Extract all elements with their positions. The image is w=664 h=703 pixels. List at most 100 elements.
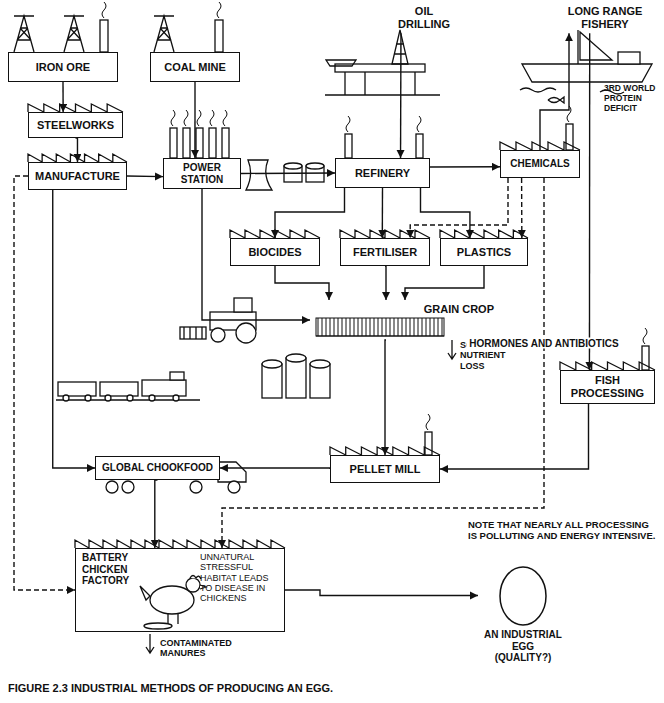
sawtooth-roof — [560, 362, 655, 370]
train — [105, 395, 111, 401]
smoke — [217, 2, 221, 18]
flow-arrow — [194, 82, 195, 158]
chimney — [215, 20, 223, 52]
silos — [310, 360, 330, 368]
flow-arrow — [14, 176, 75, 590]
mine-headframe — [64, 16, 84, 52]
hen — [140, 576, 206, 630]
arrow-mark — [448, 340, 456, 359]
chimney — [416, 134, 423, 158]
grain-crop — [316, 318, 444, 336]
oil-rig — [335, 64, 425, 72]
hen — [190, 576, 201, 580]
train — [56, 372, 200, 401]
flow-arrow — [421, 188, 470, 238]
flow-arrow — [430, 166, 500, 168]
truck — [218, 462, 246, 482]
factory-box: MANUFACTURE — [28, 162, 127, 190]
mine-box: COAL MINE — [150, 52, 240, 82]
ship-label: LONG RANGE FISHERY — [560, 2, 650, 33]
flow-arrow — [241, 172, 335, 174]
factory-box: STEELWORKS — [28, 112, 123, 138]
silos — [286, 358, 306, 398]
node-text: PELLET MILL — [350, 463, 421, 476]
smoke — [346, 116, 350, 132]
silos — [310, 364, 330, 398]
sawtooth-roof — [340, 230, 430, 238]
mine-headframe — [14, 16, 174, 52]
train — [149, 395, 155, 401]
silos — [262, 364, 282, 398]
sawtooth-roof — [28, 104, 655, 548]
smoke — [417, 116, 421, 132]
oil-rig — [326, 60, 356, 66]
node-text: LONG RANGE FISHERY — [566, 5, 644, 30]
chicken-factory: BATTERY CHICKEN FACTORYUNNATURAL STRESSF… — [75, 548, 285, 632]
node-text: OIL DRILLING — [398, 5, 450, 30]
node-text: STEELWORKS — [37, 119, 114, 132]
storage-tanks — [306, 163, 324, 169]
smoke — [426, 414, 430, 430]
train — [85, 395, 91, 401]
flow-arrow — [589, 33, 591, 370]
hen — [144, 623, 172, 629]
node-text: BIOCIDES — [248, 246, 301, 259]
flow-arrow — [385, 340, 386, 455]
egg-shape — [500, 567, 546, 625]
node-text: MANUFACTURE — [35, 170, 120, 183]
node-text: POWER STATION — [170, 162, 234, 185]
train — [127, 395, 133, 401]
flow-arrow — [202, 189, 310, 320]
oil-rig — [325, 30, 440, 95]
flow-arrow — [285, 590, 478, 595]
silos — [262, 354, 330, 398]
node-text: FISH PROCESSING — [567, 374, 648, 399]
smoke — [102, 2, 106, 18]
train — [142, 380, 186, 396]
silos — [286, 354, 306, 362]
arrow-mark — [146, 340, 456, 653]
flow-arrow — [385, 266, 386, 300]
flow-arrow — [440, 404, 589, 469]
truck — [190, 481, 202, 493]
flow-arrow — [400, 33, 402, 158]
truck — [122, 481, 134, 493]
factory-box: FISH PROCESSING — [560, 370, 655, 404]
hen — [140, 586, 150, 600]
fishing-ship — [618, 52, 640, 64]
note-label: 3RD WORLD PROTEIN DEFICIT — [604, 84, 658, 113]
truck-trailer: GLOBAL CHOOKFOOD — [95, 456, 220, 480]
chimney — [183, 128, 190, 158]
flow-arrow — [222, 178, 544, 548]
node-text: AN INDUSTRIAL EGG (QUALITY?) — [484, 629, 562, 664]
flow-arrow — [220, 468, 330, 469]
factory-box: PLASTICS — [440, 238, 528, 266]
mine-headframe — [14, 16, 34, 52]
factory-box: BIOCIDES — [230, 238, 320, 266]
train — [100, 382, 138, 396]
edge-label: HORMONES AND ANTIBIOTICS — [466, 338, 621, 349]
hen — [168, 613, 178, 624]
truck — [106, 481, 118, 493]
tractor — [211, 328, 225, 342]
flow-arrow — [76, 138, 78, 162]
train — [58, 382, 96, 396]
train — [63, 395, 69, 401]
cooling-tower — [246, 160, 272, 190]
node-text: GRAIN CROP — [424, 303, 494, 316]
sawtooth-roof — [28, 104, 123, 112]
chimney — [345, 134, 352, 158]
chimney — [425, 432, 432, 455]
flow-arrow — [275, 188, 345, 238]
oil-rig — [325, 94, 440, 95]
node-text: BATTERY CHICKEN FACTORY — [82, 552, 144, 587]
egg: AN INDUSTRIAL EGG (QUALITY?) — [478, 565, 568, 667]
node-text: GLOBAL CHOOKFOOD — [102, 462, 213, 474]
node-text: IRON ORE — [36, 61, 90, 74]
grain-crop — [316, 318, 444, 336]
chimney — [170, 128, 177, 158]
grain-crop — [316, 336, 444, 337]
node-text: PLASTICS — [457, 246, 511, 259]
tractor — [184, 327, 202, 339]
